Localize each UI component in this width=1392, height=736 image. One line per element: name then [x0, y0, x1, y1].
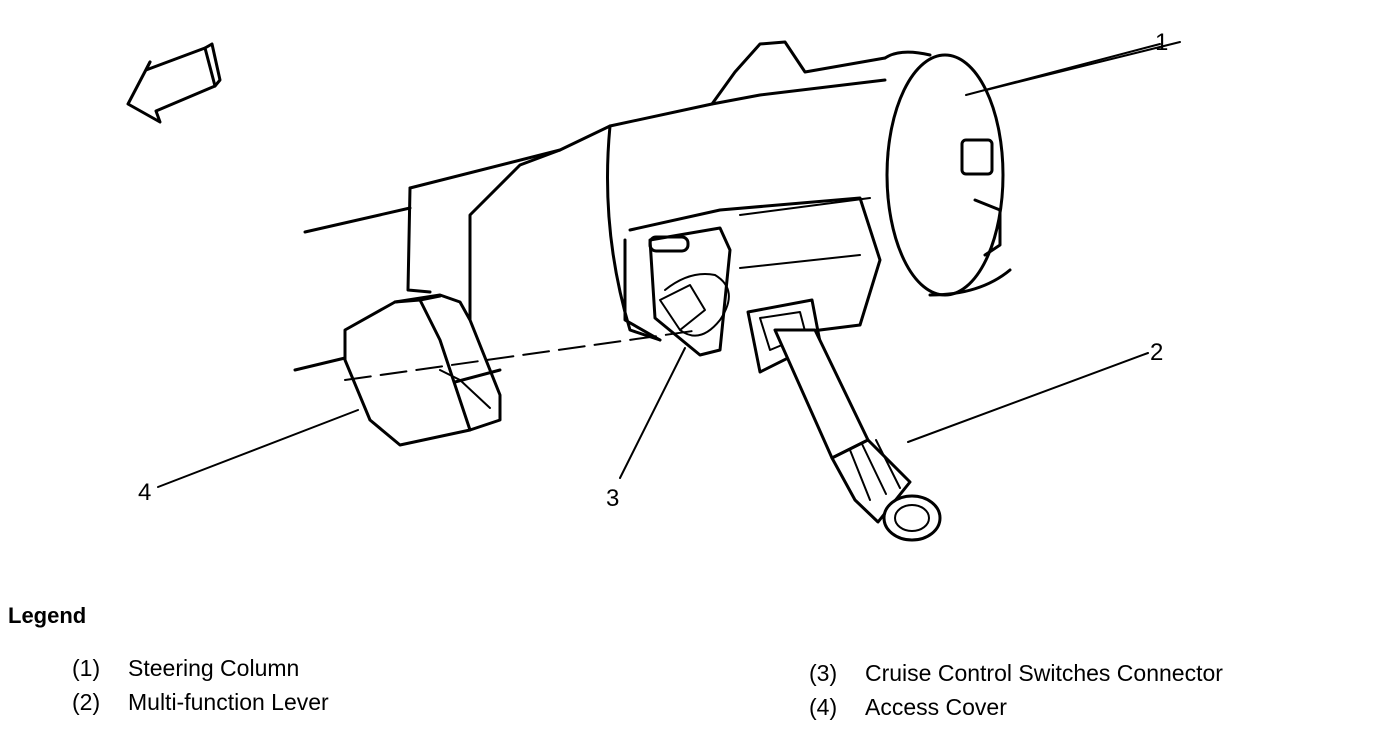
legend-item-number: (3)	[809, 660, 838, 686]
steering-shaft-line-lower	[293, 356, 347, 372]
legend-item-cruise-control-connector: (3) Cruise Control Switches Connector	[809, 660, 1223, 687]
legend-item-access-cover: (4) Access Cover	[809, 694, 1007, 721]
leader-line-4	[157, 409, 359, 488]
callout-3: 3	[606, 485, 619, 512]
steering-shaft-line-upper	[303, 206, 412, 234]
legend-item-label: Multi-function Lever	[128, 689, 329, 715]
multi-function-lever	[746, 298, 942, 542]
callout-4: 4	[138, 479, 151, 506]
legend-item-number: (2)	[72, 689, 101, 715]
callout-1: 1	[1155, 29, 1168, 56]
leader-line-2	[907, 352, 1149, 443]
column-centerline	[344, 329, 701, 381]
callout-2: 2	[1150, 339, 1163, 366]
legend-item-label: Cruise Control Switches Connector	[865, 660, 1223, 686]
leader-line-1	[965, 43, 1161, 96]
steering-column	[406, 40, 1012, 357]
legend-item-number: (1)	[72, 655, 101, 681]
steering-column-diagram: 1 2 3 4	[126, 29, 1181, 542]
legend-item-multi-function-lever: (2) Multi-function Lever	[72, 689, 329, 716]
direction-arrow-icon	[126, 42, 222, 124]
legend-title: Legend	[8, 603, 87, 628]
leader-line-3	[619, 347, 686, 479]
legend-item-steering-column: (1) Steering Column	[72, 655, 299, 682]
legend-item-number: (4)	[809, 694, 838, 720]
legend-item-label: Access Cover	[865, 694, 1007, 720]
legend-item-label: Steering Column	[128, 655, 300, 681]
